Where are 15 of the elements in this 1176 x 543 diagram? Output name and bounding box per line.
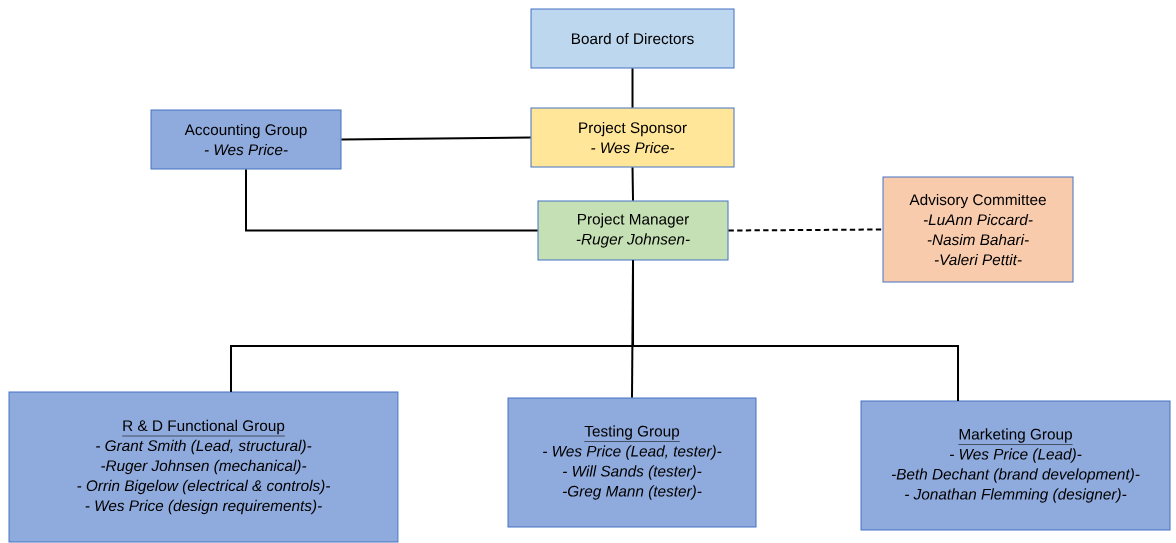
connector-line — [727, 228, 884, 232]
connector-line — [631, 166, 634, 202]
connector-line — [631, 259, 634, 399]
connector-line — [340, 136, 532, 141]
group-box: Marketing Group - Wes Price (Lead)- -Beth Dechant (brand development)- - Jonathan Flemming (designer)- — [860, 400, 1171, 531]
connector-line — [632, 259, 959, 402]
group-box: R & D Functional Group - Grant Smith (Lead, structural)- -Ruger Johnsen (mechanical)- - Orrin Bigelow (electrical & controls)- - Wes Price (design requirements)- — [8, 391, 399, 543]
connector-line — [631, 67, 634, 109]
board-box: Board of Directors — [530, 8, 735, 69]
group-box: Accounting Group - Wes Price- — [150, 109, 342, 170]
committee-box: Advisory Committee -LuAnn Piccard- -Nasim Bahari- -Valeri Pettit- — [882, 176, 1074, 283]
group-box: Testing Group - Wes Price (Lead, tester)- - Will Sands (tester)- -Greg Mann (tester)- — [507, 397, 757, 528]
connector-line — [245, 168, 539, 232]
sponsor-box: Project Sponsor - Wes Price- — [530, 107, 735, 168]
manager-box: Project Manager -Ruger Johnsen- — [537, 200, 729, 261]
